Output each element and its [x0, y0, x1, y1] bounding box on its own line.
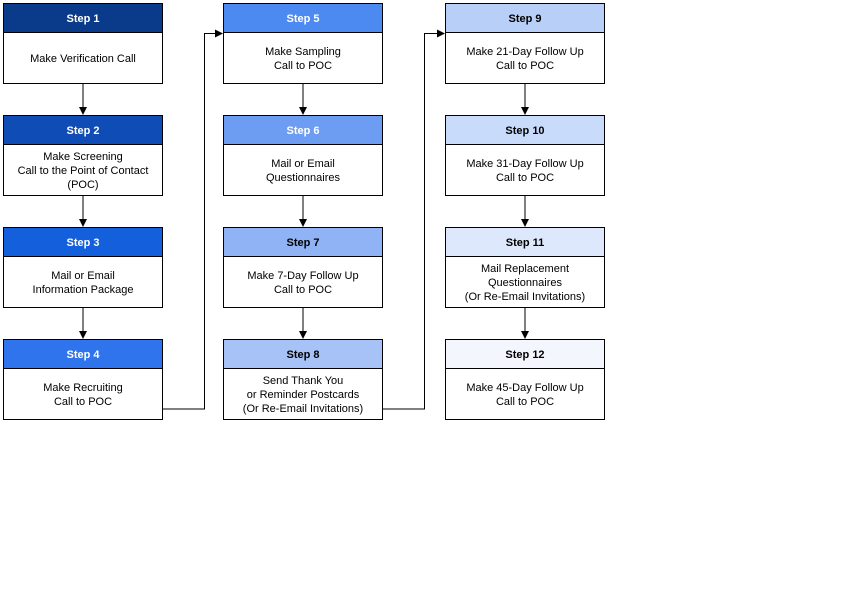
step-8-title: Step 8: [286, 349, 319, 361]
step-8-header: [223, 339, 383, 369]
step-4-header: [3, 339, 163, 369]
step-9-header: [445, 3, 605, 33]
step-8-description-line: (Or Re-Email Invitations): [243, 403, 363, 415]
step-10-title: Step 10: [505, 125, 544, 137]
step-12-description-line: Call to POC: [496, 396, 554, 408]
step-5-description-line: Call to POC: [274, 60, 332, 72]
step-8-box: Step 8 Send Thank You or Reminder Postcard…: [223, 339, 383, 420]
step-9-description-line: Call to POC: [496, 60, 554, 72]
step-8-description-line: or Reminder Postcards: [247, 389, 360, 401]
step-11-title: Step 11: [506, 237, 545, 249]
step-4-body: [3, 368, 163, 420]
step-11-description-line: Questionnaires: [488, 277, 562, 289]
step-12-title: Step 12: [505, 349, 544, 361]
step-1-description-line: Make Verification Call: [30, 53, 136, 65]
step-8-description-line: Send Thank You: [263, 375, 344, 387]
step-1-header: [3, 3, 163, 33]
step-11-body: [445, 256, 605, 308]
arrow-step-8-to-9: [382, 29, 445, 410]
step-3-description-line: Mail or Email: [51, 270, 115, 282]
step-9-box: Step 9 Make 21-Day Follow Up Call to POC: [445, 3, 605, 84]
step-2-header: [3, 115, 163, 145]
step-6-title: Step 6: [286, 125, 319, 137]
step-9-description-line: Make 21-Day Follow Up: [466, 46, 583, 58]
step-3-description-line: Information Package: [33, 284, 134, 296]
step-12-box: Step 12 Make 45-Day Follow Up Call to POC: [445, 339, 605, 420]
step-11-description-line: (Or Re-Email Invitations): [465, 291, 585, 303]
step-10-box: Step 10 Make 31-Day Follow Up Call to POC: [445, 115, 605, 196]
step-5-description-line: Make Sampling: [265, 46, 341, 58]
step-7-description-line: Make 7-Day Follow Up: [247, 270, 358, 282]
step-1-title: Step 1: [66, 13, 99, 25]
step-2-title: Step 2: [66, 125, 99, 137]
step-7-header: [223, 227, 383, 257]
step-11-description-line: Mail Replacement: [481, 263, 569, 275]
step-2-description-line: Make Screening: [43, 151, 123, 163]
step-6-body: [223, 144, 383, 196]
step-3-title: Step 3: [66, 237, 99, 249]
step-9-title: Step 9: [508, 13, 541, 25]
step-12-body: [445, 368, 605, 420]
step-7-description-line: Call to POC: [274, 284, 332, 296]
step-2-description-line: (POC): [67, 179, 98, 191]
step-4-title: Step 4: [66, 349, 100, 361]
step-3-body: [3, 256, 163, 308]
step-12-description-line: Make 45-Day Follow Up: [466, 382, 583, 394]
step-10-description-line: Make 31-Day Follow Up: [466, 158, 583, 170]
step-6-description-line: Mail or Email: [271, 158, 335, 170]
step-6-header: [223, 115, 383, 145]
step-7-body: [223, 256, 383, 308]
step-7-title: Step 7: [286, 237, 319, 249]
step-2-description-line: Call to the Point of Contact: [18, 165, 149, 177]
step-3-header: [3, 227, 163, 257]
step-4-description-line: Make Recruiting: [43, 382, 122, 394]
step-12-header: [445, 339, 605, 369]
step-5-header: [223, 3, 383, 33]
step-1-box: Step 1 Make Verification Call: [3, 3, 163, 84]
step-11-header: [445, 227, 605, 257]
step-10-header: [445, 115, 605, 145]
step-10-description-line: Call to POC: [496, 172, 554, 184]
step-9-body: [445, 32, 605, 84]
step-8-body: [223, 368, 383, 420]
step-7-box: Step 7 Make 7-Day Follow Up Call to POC: [223, 227, 383, 308]
step-4-description-line: Call to POC: [54, 396, 112, 408]
step-5-title: Step 5: [286, 13, 319, 25]
arrow-step-4-to-5: [162, 29, 223, 410]
connectors: [79, 29, 529, 410]
step-10-body: [445, 144, 605, 196]
step-6-description-line: Questionnaires: [266, 172, 340, 184]
step-2-body: [3, 144, 163, 196]
step-1-body: [3, 32, 163, 84]
step-5-body: [223, 32, 383, 84]
